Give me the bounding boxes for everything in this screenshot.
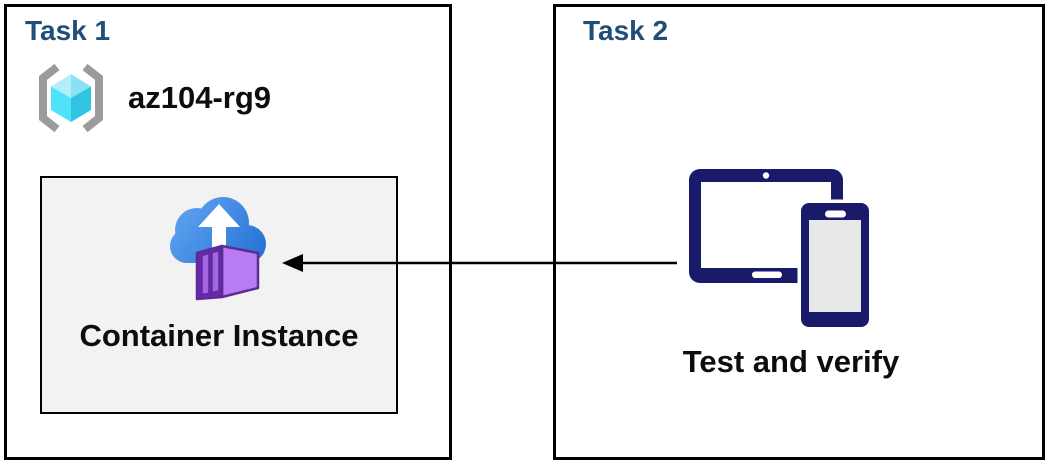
task2-title: Task 2 [583,15,669,46]
container-instance-box: Container Instance [40,176,398,414]
container-instance-label: Container Instance [79,318,359,353]
devices-label: Test and verify [682,344,900,379]
devices-icon [689,169,873,331]
resource-group-icon [39,63,103,133]
resource-group: az104-rg9 [33,62,271,134]
task1-title: Task 1 [25,15,111,46]
task1-box: Task 1 az104-rg9 [4,4,452,460]
task2-box: Task 2 Test and verify [553,4,1045,460]
container-instance-icon [170,197,266,301]
resource-group-name: az104-rg9 [128,80,272,115]
